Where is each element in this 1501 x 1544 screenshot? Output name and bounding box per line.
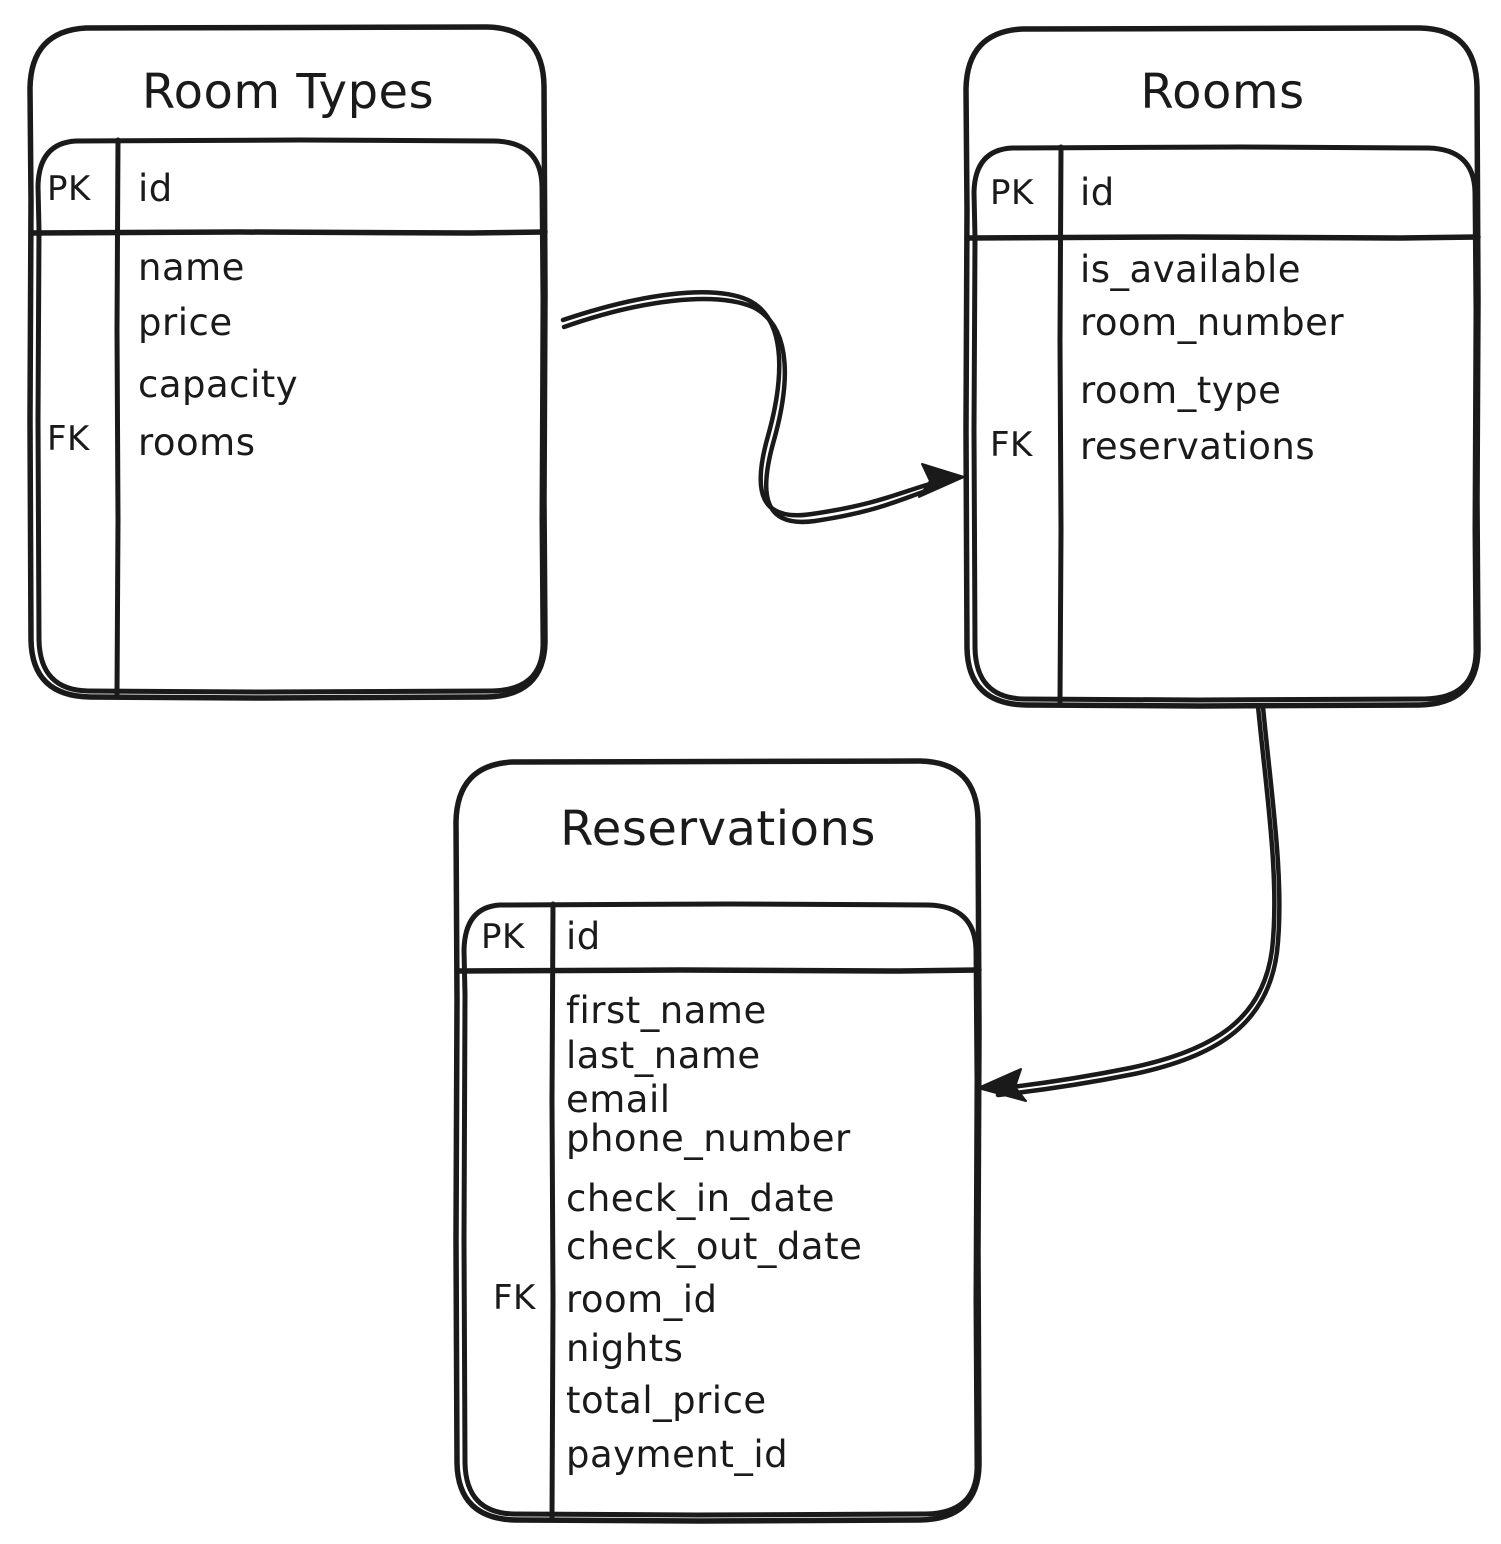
- rooms-fk-label: FK: [990, 425, 1033, 465]
- entity-rooms-shape[interactable]: [963, 25, 1481, 709]
- arrowhead-to-reservations-icon: [977, 1068, 1027, 1102]
- room-types-outer-border: [27, 24, 548, 701]
- room-types-pk-label: PK: [47, 169, 91, 209]
- rooms-pk-divider: [964, 234, 1481, 241]
- reservations-field-room-id: room_id: [566, 1278, 718, 1321]
- reservations-field-phone-number: phone_number: [566, 1117, 851, 1160]
- reservations-field-check-in-date: check_in_date: [566, 1177, 835, 1220]
- reservations-field-first-name: first_name: [566, 989, 767, 1032]
- reservations-pk-field: id: [566, 915, 601, 958]
- arrowhead-to-rooms-icon: [918, 463, 965, 498]
- room-types-inner-border: [35, 137, 546, 695]
- rooms-pk-label: PK: [990, 173, 1034, 213]
- room-types-field-name: name: [138, 246, 245, 289]
- rooms-field-reservations: reservations: [1080, 425, 1316, 468]
- connector-line-2: [992, 703, 1277, 1092]
- room-types-pk-divider: [28, 229, 548, 236]
- connector-line-1: [560, 290, 943, 518]
- reservations-column-separator: [549, 901, 556, 1520]
- rooms-field-room-number: room_number: [1080, 301, 1345, 344]
- rooms-pk-field: id: [1080, 171, 1115, 214]
- reservations-outer-border: [453, 758, 982, 1524]
- rooms-field-is-available: is_available: [1080, 248, 1302, 291]
- reservations-pk-divider: [454, 967, 982, 974]
- reservations-field-last-name: last_name: [566, 1034, 761, 1077]
- room-types-column-separator: [114, 137, 121, 697]
- reservations-field-payment-id: payment_id: [566, 1433, 789, 1476]
- reservations-field-email: email: [566, 1078, 671, 1121]
- rooms-column-separator: [1057, 144, 1064, 705]
- connector-line-2-sketch-overlay: [995, 704, 1282, 1098]
- reservations-pk-label: PK: [481, 917, 525, 957]
- room-types-field-rooms: rooms: [138, 421, 256, 464]
- entity-title-rooms: Rooms: [1140, 64, 1305, 120]
- entity-title-room-types: Room Types: [141, 64, 435, 120]
- room-types-field-capacity: capacity: [138, 363, 299, 406]
- relationship-rooms-to-reservations[interactable]: [977, 703, 1282, 1102]
- relationship-room-types-to-rooms[interactable]: [560, 290, 965, 525]
- reservations-field-nights: nights: [566, 1327, 684, 1370]
- connector-line-1-sketch-overlay: [561, 296, 941, 525]
- room-types-field-price: price: [138, 301, 233, 344]
- entity-room-types-shape[interactable]: [27, 24, 548, 701]
- rooms-inner-border: [971, 144, 1479, 703]
- room-types-fk-label: FK: [47, 419, 90, 459]
- room-types-pk-field: id: [138, 167, 173, 210]
- rooms-field-room-type: room_type: [1080, 369, 1282, 412]
- reservations-field-check-out-date: check_out_date: [566, 1225, 863, 1268]
- entity-title-reservations: Reservations: [560, 801, 876, 857]
- reservations-fk-label: FK: [493, 1278, 536, 1318]
- rooms-outer-border: [963, 25, 1481, 709]
- entity-reservations-shape[interactable]: [453, 758, 982, 1524]
- reservations-field-total-price: total_price: [566, 1379, 767, 1422]
- reservations-inner-border: [461, 901, 980, 1518]
